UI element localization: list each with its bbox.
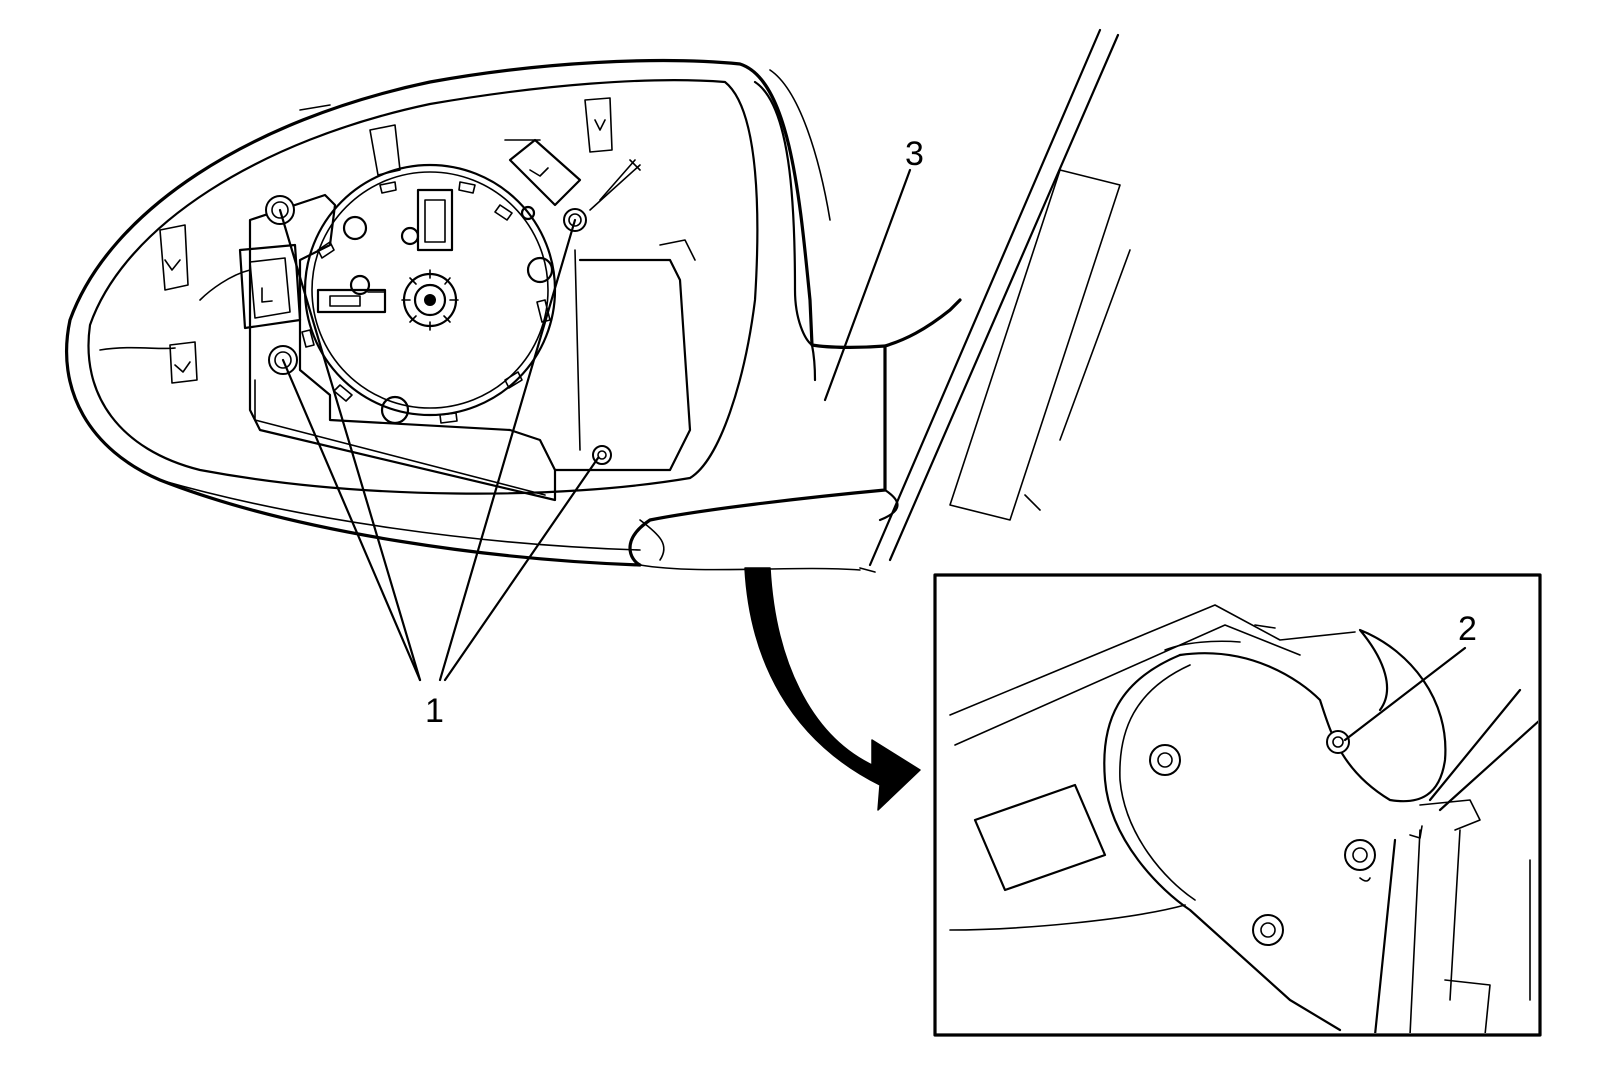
inset-screw-a [1149,744,1181,776]
curved-arrow-icon [744,567,921,811]
inset-screw-b [1326,730,1350,754]
callout-2-label: 2 [1458,610,1477,648]
callout-3-leader [823,168,912,402]
callout-2-leader [1343,646,1467,742]
mirror-housing [65,58,962,571]
inset-detail [933,573,1542,1037]
callout-1-label: 1 [425,692,444,730]
inset-screw-d [1252,914,1284,946]
callout-1-leaders [278,208,600,682]
door-frame [859,28,1131,573]
inset-screw-c [1344,839,1376,871]
mirror-actuator [99,97,696,502]
callout-3-label: 3 [905,135,924,173]
